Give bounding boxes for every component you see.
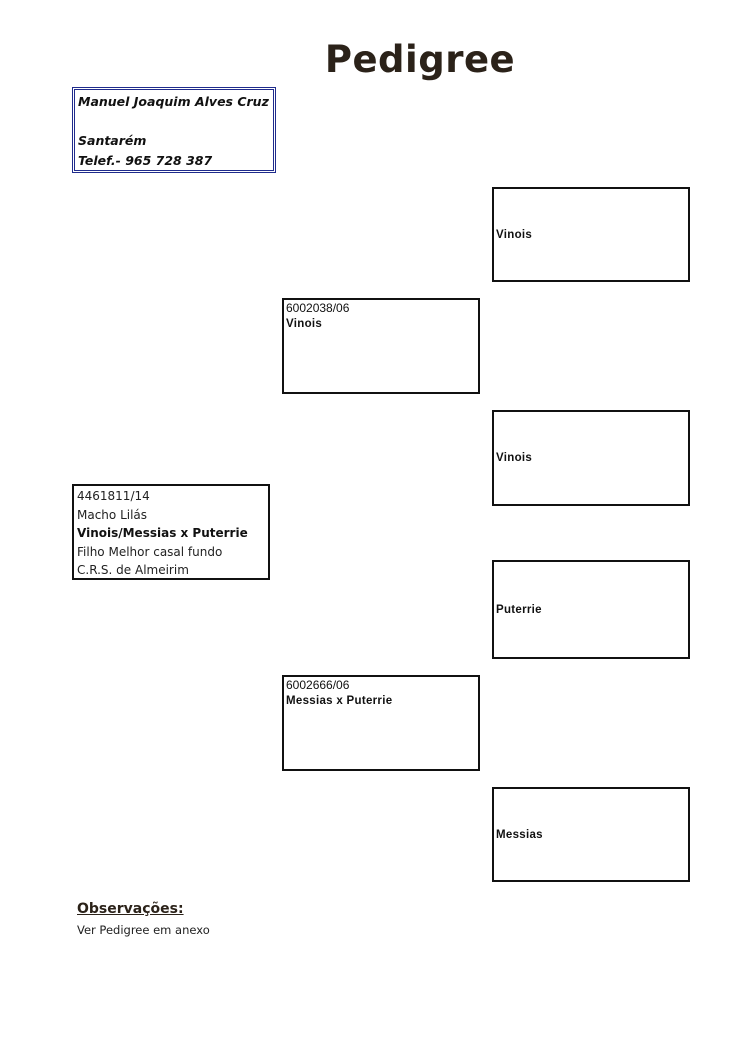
dam-box: 6002666/06 Messias x Puterrie — [282, 675, 480, 771]
owner-box: Manuel Joaquim Alves Cruz Santarém Telef… — [72, 87, 276, 173]
dam-ring: 6002666/06 — [286, 678, 350, 692]
subject-box: 4461811/14 Macho Lilás Vinois/Messias x … — [72, 484, 270, 580]
page-title: Pedigree — [324, 38, 516, 81]
dam-name: Messias x Puterrie — [286, 695, 393, 707]
observations-text: Ver Pedigree em anexo — [77, 923, 210, 937]
grandparent-sire-sire-name: Vinois — [496, 229, 533, 241]
subject-line: Vinois/Messias x Puterrie — [77, 526, 248, 541]
subject-note-1: Filho Melhor casal fundo — [77, 544, 223, 559]
owner-phone: Telef.- 965 728 387 — [78, 152, 213, 168]
grandparent-sire-dam-box: Vinois — [492, 410, 690, 506]
owner-name: Manuel Joaquim Alves Cruz — [78, 94, 269, 109]
sire-name: Vinois — [286, 318, 323, 330]
grandparent-dam-sire-name: Puterrie — [496, 604, 542, 616]
owner-spacer — [78, 112, 270, 132]
owner-city: Santarém — [78, 133, 147, 148]
subject-note-2: C.R.S. de Almeirim — [77, 563, 189, 578]
grandparent-dam-dam-name: Messias — [496, 829, 543, 841]
observations-title: Observações: — [77, 901, 184, 917]
sire-ring: 6002038/06 — [286, 301, 350, 315]
subject-sex-color: Macho Lilás — [77, 507, 148, 522]
grandparent-sire-dam-name: Vinois — [496, 452, 533, 464]
grandparent-dam-sire-box: Puterrie — [492, 560, 690, 659]
subject-ring: 4461811/14 — [77, 489, 150, 503]
sire-box: 6002038/06 Vinois — [282, 298, 480, 394]
grandparent-sire-sire-box: Vinois — [492, 187, 690, 282]
grandparent-dam-dam-box: Messias — [492, 787, 690, 882]
